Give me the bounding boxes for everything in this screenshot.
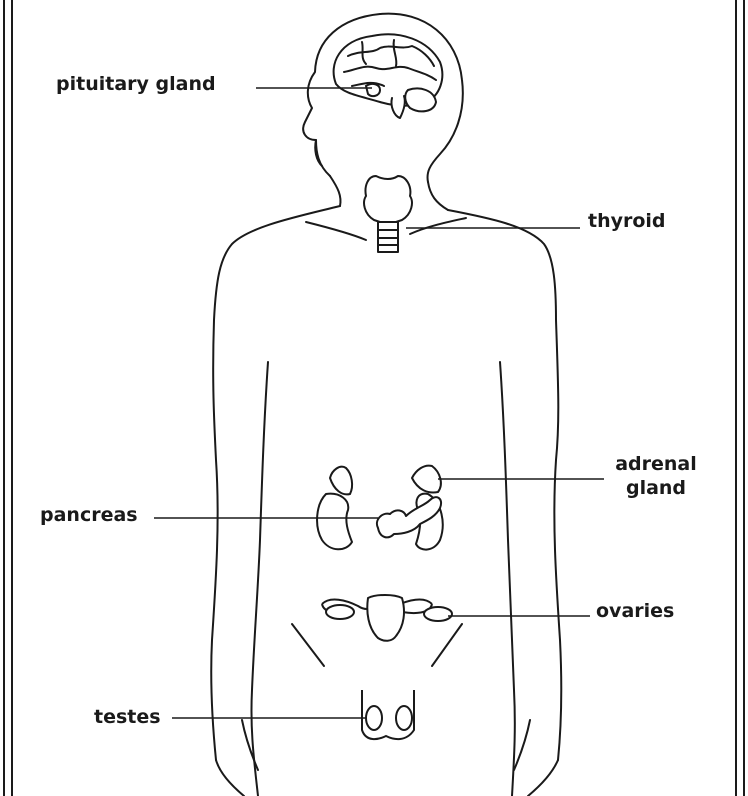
body-outline — [211, 14, 561, 796]
adrenal-label-line1: adrenal — [608, 452, 704, 476]
page-border — [4, 0, 744, 796]
thyroid-label: thyroid — [588, 209, 666, 233]
thyroid-gland — [364, 176, 412, 252]
ovaries-label: ovaries — [596, 599, 674, 623]
pancreas-label: pancreas — [40, 503, 138, 527]
adrenal-gland-label: adrenal gland — [608, 452, 704, 500]
pituitary-gland-label: pituitary gland — [56, 72, 216, 96]
brain — [334, 34, 443, 118]
testes-organ — [362, 690, 414, 739]
pituitary-gland — [366, 84, 380, 96]
testes-label: testes — [94, 705, 161, 729]
adrenal-label-line2: gland — [608, 476, 704, 500]
ovaries-organ — [322, 595, 452, 641]
